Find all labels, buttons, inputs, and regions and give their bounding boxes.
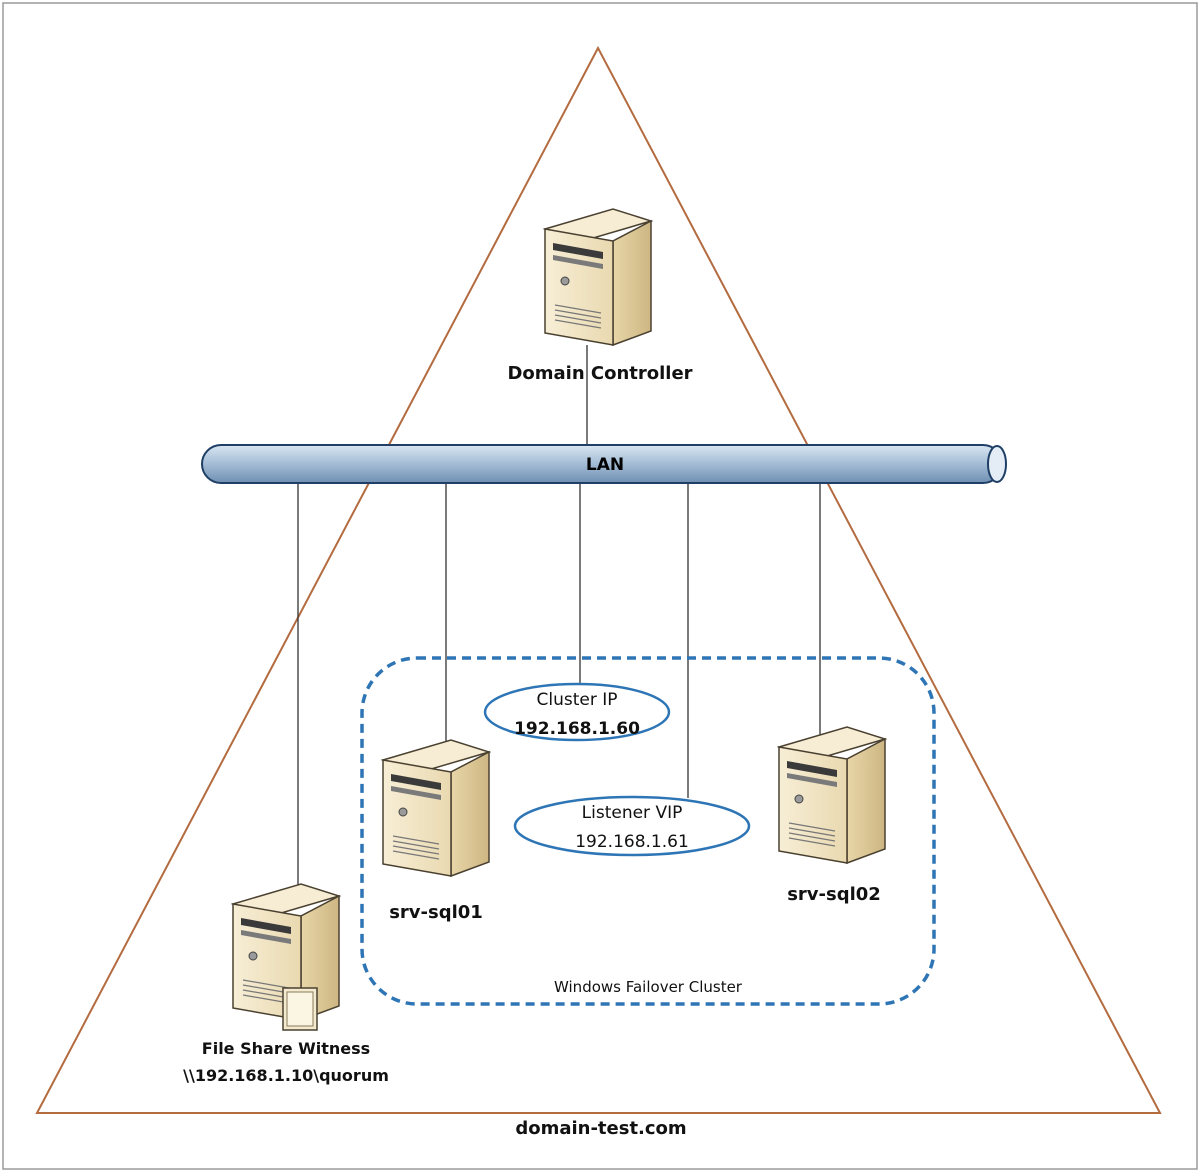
file-share-witness-node: File Share Witness \\192.168.1.10\quorum <box>183 883 389 1085</box>
domain-controller-node: Domain Controller <box>507 208 693 384</box>
server-tower-icon <box>382 739 490 877</box>
lan-pipe-end <box>987 445 1007 483</box>
listener-vip-address: 192.168.1.61 <box>575 832 689 852</box>
domain-boundary-triangle <box>35 45 1162 1114</box>
domain-controller-label: Domain Controller <box>507 363 692 384</box>
failover-cluster-label: Windows Failover Cluster <box>554 978 743 996</box>
domain-label: domain-test.com <box>515 1118 686 1139</box>
lan-bus: LAN <box>201 444 1007 484</box>
failover-cluster-boundary <box>360 656 936 1006</box>
server-tower-icon <box>778 726 886 864</box>
listener-vip-ellipse <box>513 795 751 857</box>
connection-lines <box>297 345 821 888</box>
srv-sql02-label: srv-sql02 <box>787 884 881 905</box>
srv-sql01-label: srv-sql01 <box>389 902 483 923</box>
srv-sql01-node: srv-sql01 <box>382 739 490 923</box>
cluster-ip-ellipse <box>483 682 671 742</box>
folder-icon <box>282 987 318 1031</box>
cluster-ip-title: Cluster IP <box>536 690 617 710</box>
cluster-ip-address: 192.168.1.60 <box>514 719 640 739</box>
lan-label: LAN <box>586 455 624 475</box>
cluster-ip-node: Cluster IP 192.168.1.60 <box>483 682 671 742</box>
file-share-witness-label: File Share Witness <box>202 1039 370 1058</box>
listener-vip-node: Listener VIP 192.168.1.61 <box>513 795 751 857</box>
listener-vip-title: Listener VIP <box>582 803 683 823</box>
srv-sql02-node: srv-sql02 <box>778 726 886 905</box>
file-share-witness-path: \\192.168.1.10\quorum <box>183 1066 389 1085</box>
server-tower-icon <box>544 208 652 346</box>
